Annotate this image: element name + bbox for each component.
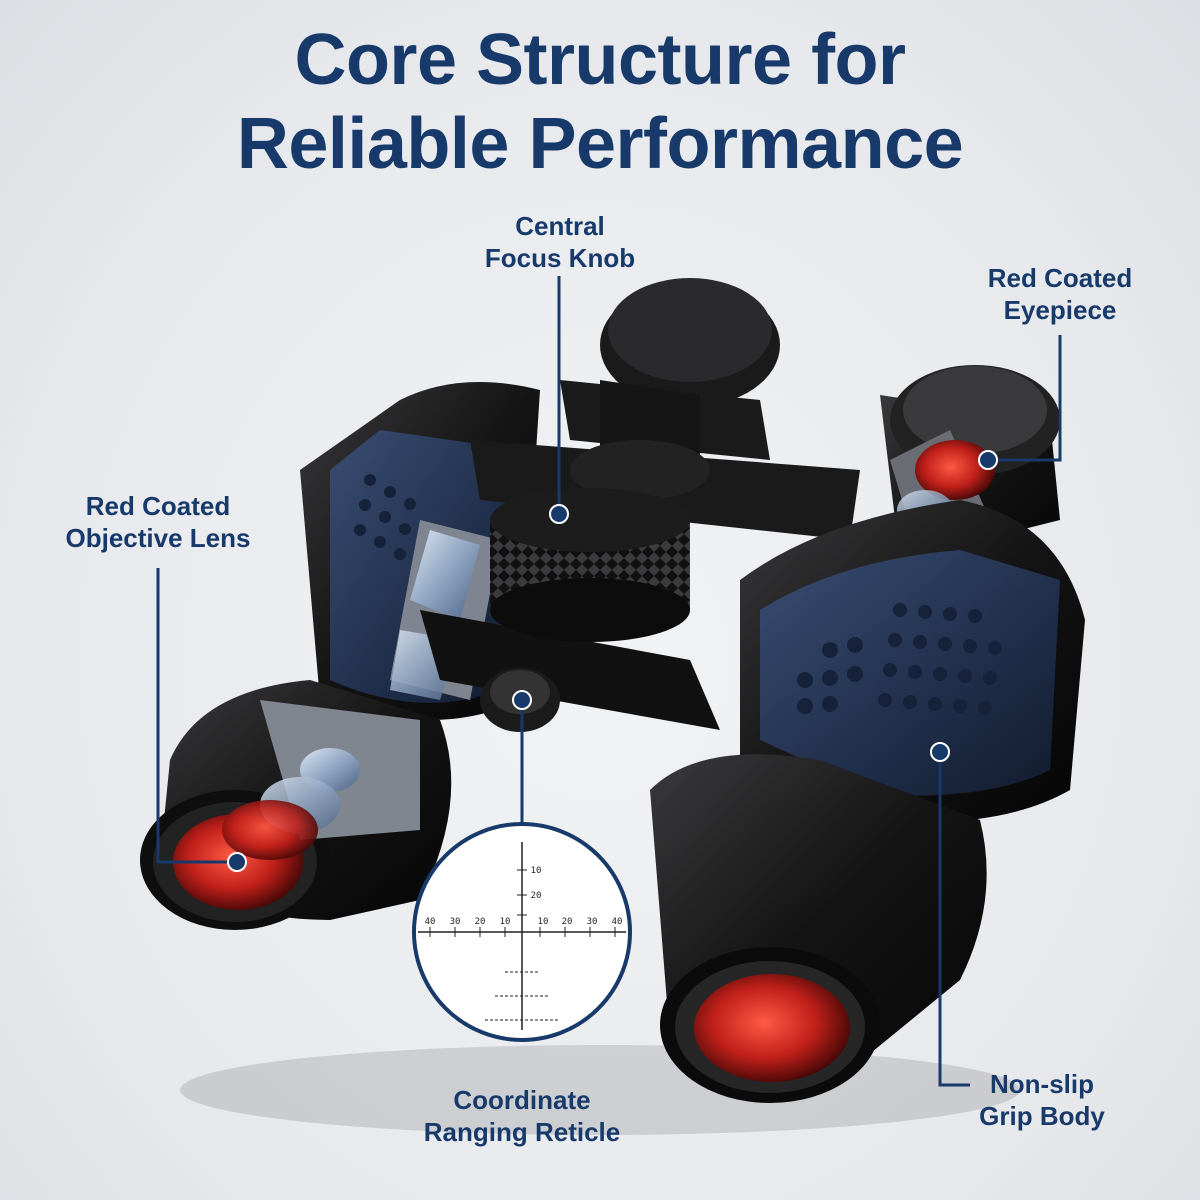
callout-reticle-line-1: Coordinate [453, 1085, 591, 1115]
dot-focus-knob [549, 504, 569, 524]
callout-grip-body: Non-slip Grip Body [972, 1068, 1112, 1132]
eyepiece-red-lens [915, 440, 995, 500]
callout-eyepiece: Red Coated Eyepiece [970, 262, 1150, 326]
left-objective-barrel [140, 680, 452, 930]
callout-eyepiece-line-1: Red Coated [987, 263, 1133, 293]
right-grip-body [740, 500, 1085, 822]
dot-eyepiece [978, 450, 998, 470]
dot-objective-lens [227, 852, 247, 872]
callout-reticle-line-2: Ranging Reticle [423, 1117, 621, 1147]
rear-left-eyepiece [600, 278, 780, 407]
reticle-label-h-left-20: 20 [475, 917, 486, 927]
reticle-label-v-top-10: 10 [531, 866, 542, 876]
page-title-line-2: Reliable Performance [236, 104, 964, 184]
leader-lines [156, 276, 1062, 1087]
page-title: Core Structure for Reliable Performance [0, 18, 1200, 186]
reticle-label-h-left-40: 40 [425, 917, 436, 927]
reticle-label-h-left-10: 10 [500, 917, 511, 927]
leader-dots [227, 450, 998, 872]
right-eyepiece-barrel [880, 365, 1060, 560]
callout-reticle: Coordinate Ranging Reticle [412, 1084, 632, 1148]
leader-eyepiece [990, 335, 1062, 462]
callout-focus-knob: Central Focus Knob [460, 210, 660, 274]
right-objective-barrel [650, 754, 987, 1103]
reticle-label-h-right-20: 20 [562, 917, 573, 927]
right-objective-red-lens [694, 974, 850, 1082]
callout-objective-lens-line-1: Red Coated [85, 491, 231, 521]
callout-focus-knob-line-1: Central [515, 211, 605, 241]
callout-objective-lens-line-2: Objective Lens [65, 523, 251, 553]
callout-focus-knob-line-2: Focus Knob [484, 243, 636, 273]
reticle-label-v-top-20: 20 [531, 891, 542, 901]
grip-dots [797, 603, 1002, 715]
reticle-label-h-right-10: 10 [538, 917, 549, 927]
dot-reticle [512, 690, 532, 710]
central-focus-knob [490, 380, 710, 642]
leader-objective-lens [156, 568, 235, 864]
page-title-line-1: Core Structure for [294, 20, 906, 100]
dot-grip-body [930, 742, 950, 762]
reticle-label-h-right-40: 40 [612, 917, 623, 927]
callout-grip-body-line-1: Non-slip [990, 1069, 1094, 1099]
callout-grip-body-line-2: Grip Body [979, 1101, 1105, 1131]
callout-objective-lens: Red Coated Objective Lens [58, 490, 258, 554]
reticle-label-h-left-30: 30 [450, 917, 461, 927]
ranging-reticle: 40 30 20 10 10 20 30 40 10 20 [412, 822, 632, 1042]
callout-eyepiece-line-2: Eyepiece [1003, 295, 1117, 325]
leader-grip-body [938, 752, 970, 1087]
reticle-label-h-right-30: 30 [587, 917, 598, 927]
